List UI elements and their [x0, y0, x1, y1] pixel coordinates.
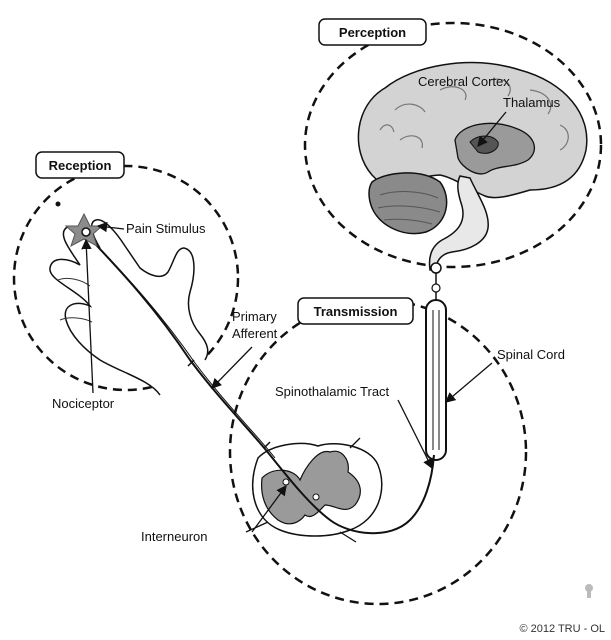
spinal-cord-label: Spinal Cord — [497, 347, 565, 362]
reception-region — [12, 164, 240, 392]
cerebellum-shape — [368, 172, 448, 235]
perception-region — [303, 21, 603, 269]
primary-afferent-label-line2: Afferent — [232, 326, 278, 341]
hand-illustration — [49, 219, 209, 396]
nociceptor-arrow — [81, 238, 94, 394]
interneuron-label: Interneuron — [141, 529, 208, 544]
thalamus-label: Thalamus — [503, 95, 561, 110]
gray-matter — [260, 450, 361, 525]
perception-title: Perception — [339, 25, 406, 40]
transmission-title-box: Transmission — [297, 297, 414, 325]
keyhole-mark — [585, 584, 593, 598]
spinothalamic-tract-label: Spinothalamic Tract — [275, 384, 390, 399]
primary-afferent-label-line1: Primary — [232, 309, 277, 324]
primary-afferent-arrow — [211, 346, 253, 389]
pain-stimulus-arrow — [96, 221, 125, 233]
brainstem-shape — [428, 175, 489, 271]
reception-title: Reception — [49, 158, 112, 173]
transmission-title: Transmission — [314, 304, 398, 319]
thalamus-arrow — [477, 111, 507, 148]
perception-title-box: Perception — [318, 18, 427, 46]
brain-illustration — [357, 61, 588, 271]
spinothalamic-tract-arrow — [397, 399, 433, 470]
nociceptor-label: Nociceptor — [52, 396, 115, 411]
spinal-cord-illustration — [425, 262, 447, 461]
reception-title-box: Reception — [35, 151, 125, 179]
pain-stimulus-label: Pain Stimulus — [126, 221, 206, 236]
interneuron-arrow — [251, 484, 287, 533]
afferent-fiber — [83, 231, 435, 535]
spinal-cord-arrow — [445, 362, 493, 403]
spinal-cross-section — [245, 437, 383, 543]
cerebral-cortex-label: Cerebral Cortex — [418, 74, 510, 89]
copyright-credit: © 2012 TRU - OL — [519, 623, 605, 635]
